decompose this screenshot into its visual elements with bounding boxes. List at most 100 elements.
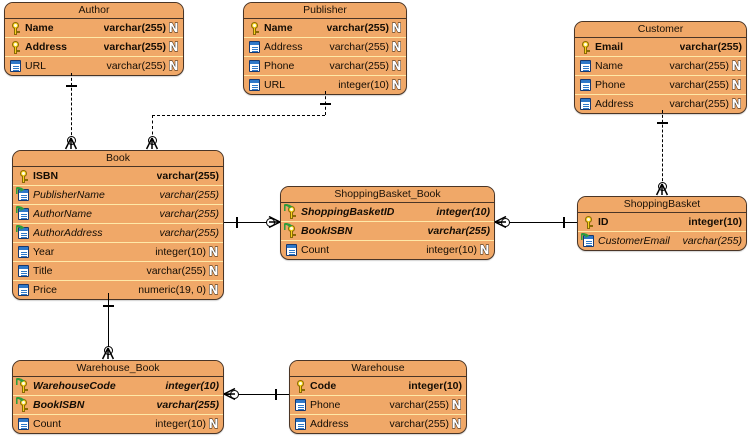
cardinality-one: [236, 216, 238, 228]
cardinality-many: [64, 137, 78, 151]
attribute-name: Name: [595, 60, 624, 72]
column-icon: [247, 38, 262, 56]
attribute-name: Email: [595, 41, 624, 53]
attribute-name: Name: [25, 22, 54, 34]
attribute-row[interactable]: Price numeric(19, 0)N: [13, 281, 223, 299]
column-icon: [16, 281, 31, 299]
attribute-type: varchar(255): [329, 60, 389, 72]
relationship-line: [224, 222, 270, 224]
column-icon: [247, 57, 262, 75]
column-fk-arrow-icon: [16, 224, 31, 242]
column-icon: [284, 241, 299, 259]
column-icon: [578, 95, 593, 113]
nullable-flag: N: [208, 283, 219, 298]
cardinality-one: [102, 305, 114, 307]
attribute-type: numeric(19, 0): [138, 284, 206, 296]
key-icon: [247, 19, 262, 37]
relationship-line: [152, 115, 325, 116]
relationship-line: [662, 110, 663, 186]
column-icon: [16, 243, 31, 261]
column-fk-arrow-icon: [16, 205, 31, 223]
cardinality-zero: [103, 345, 113, 355]
column-icon: [293, 415, 308, 433]
attribute-type: integer(10): [165, 380, 219, 392]
entity-title: Author: [5, 3, 183, 19]
attribute-type: varchar(255): [159, 189, 219, 201]
column-icon: [16, 415, 31, 433]
key-icon: [293, 377, 308, 395]
cardinality-many: [267, 215, 281, 229]
attribute-name: Phone: [264, 60, 295, 72]
attribute-row[interactable]: Email varchar(255): [575, 38, 746, 57]
nullable-flag: N: [391, 21, 402, 36]
attribute-name: Address: [264, 41, 303, 53]
key-icon: [16, 167, 31, 185]
key-icon: [8, 38, 23, 56]
cardinality-one: [656, 122, 668, 124]
cardinality-zero: [265, 217, 275, 227]
attribute-type: integer(10): [338, 79, 389, 91]
attribute-name: Title: [33, 265, 53, 277]
attribute-name: Price: [33, 284, 57, 296]
attribute-name: ID: [598, 216, 609, 228]
column-fk-arrow-icon: [581, 232, 596, 250]
nullable-flag: N: [168, 21, 179, 36]
attribute-type: varchar(255): [159, 208, 219, 220]
attribute-name: Count: [301, 244, 330, 256]
column-fk-arrow-icon: [16, 186, 31, 204]
attribute-type: varchar(255): [679, 41, 742, 53]
column-icon: [8, 57, 23, 75]
entity-title: Warehouse: [290, 361, 466, 377]
column-icon: [247, 76, 262, 94]
cardinality-many: [655, 183, 669, 197]
attribute-name: URL: [25, 60, 47, 72]
key-icon: [578, 38, 593, 56]
key-fk-arrow-icon: [284, 203, 299, 221]
attribute-type: integer(10): [155, 246, 206, 258]
attribute-name: BookISBN: [301, 225, 353, 237]
attribute-name: Name: [264, 22, 293, 34]
fk-arrow-icon: [16, 225, 25, 233]
key-icon: [8, 19, 23, 37]
attribute-name: ShoppingBasketID: [301, 206, 395, 218]
attribute-type: varchar(255): [329, 41, 389, 53]
fk-arrow-icon: [16, 397, 25, 405]
nullable-flag: N: [731, 97, 742, 112]
key-fk-arrow-icon: [284, 222, 299, 240]
